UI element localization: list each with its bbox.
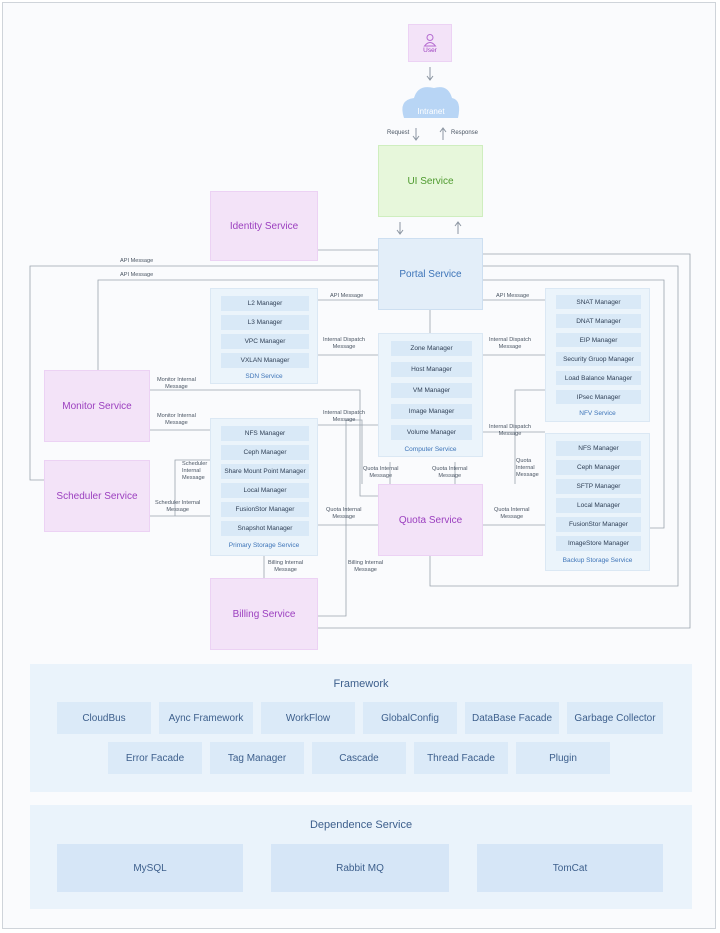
framework-panel: Framework CloudBus Aync Framework WorkFl… bbox=[30, 664, 692, 792]
framework-title: Framework bbox=[333, 678, 389, 690]
dependence-tile: Rabbit MQ bbox=[271, 844, 449, 892]
framework-tile: Aync Framework bbox=[159, 702, 253, 734]
compute-item: Volume Manager bbox=[391, 425, 472, 440]
primary-item: NFS Manager bbox=[221, 426, 309, 441]
nfv-service-panel: SNAT Manager DNAT Manager EIP Manager Se… bbox=[545, 288, 650, 422]
backup-item: NFS Manager bbox=[556, 441, 641, 456]
dependence-panel: Dependence Service MySQL Rabbit MQ TomCa… bbox=[30, 805, 692, 909]
sdn-item: VPC Manager bbox=[221, 334, 309, 349]
nfv-item: SNAT Manager bbox=[556, 295, 641, 309]
framework-tile: CloudBus bbox=[57, 702, 151, 734]
sdn-title: SDN Service bbox=[245, 373, 283, 380]
sdn-item: VXLAN Manager bbox=[221, 353, 309, 368]
primary-item: Share Mount Point Manager bbox=[221, 464, 309, 479]
nfv-item: IPsec Manager bbox=[556, 390, 641, 404]
user-icon bbox=[423, 33, 437, 46]
backup-storage-panel: NFS Manager Ceph Manager SFTP Manager Lo… bbox=[545, 433, 650, 571]
primary-storage-panel: NFS Manager Ceph Manager Share Mount Poi… bbox=[210, 418, 318, 556]
framework-tile: Tag Manager bbox=[210, 742, 304, 774]
primary-title: Primary Storage Service bbox=[228, 542, 300, 549]
nfv-item: DNAT Manager bbox=[556, 314, 641, 328]
primary-item: FusionStor Manager bbox=[221, 502, 309, 517]
quota-service-box: Quota Service bbox=[378, 484, 483, 556]
identity-service-box: Identity Service bbox=[210, 191, 318, 261]
compute-item: VM Manager bbox=[391, 383, 472, 398]
intranet-cloud-icon bbox=[402, 87, 460, 118]
framework-tile: GlobalConfig bbox=[363, 702, 457, 734]
framework-tile: Error Facade bbox=[108, 742, 202, 774]
compute-title: Computer Service bbox=[404, 446, 457, 453]
sdn-item: L3 Manager bbox=[221, 315, 309, 330]
framework-tile: WorkFlow bbox=[261, 702, 355, 734]
backup-title: Backup Storage Service bbox=[562, 557, 633, 564]
framework-tile: Cascade bbox=[312, 742, 406, 774]
nfv-title: NFV Service bbox=[579, 410, 616, 417]
compute-item: Host Manager bbox=[391, 362, 472, 377]
dependence-tile: TomCat bbox=[477, 844, 663, 892]
dependence-tile: MySQL bbox=[57, 844, 243, 892]
framework-tile: Garbage Collector bbox=[567, 702, 663, 734]
primary-item: Ceph Manager bbox=[221, 445, 309, 460]
sdn-item: L2 Manager bbox=[221, 296, 309, 311]
primary-item: Local Manager bbox=[221, 483, 309, 498]
nfv-item: Security Gruop Manager bbox=[556, 352, 641, 366]
portal-service-box: Portal Service bbox=[378, 238, 483, 310]
user-label: User bbox=[423, 46, 437, 54]
framework-tile: DataBase Facade bbox=[465, 702, 559, 734]
intranet-label: Intranet bbox=[417, 106, 445, 116]
framework-tile: Plugin bbox=[516, 742, 610, 774]
user-box: User bbox=[408, 24, 452, 62]
backup-item: SFTP Manager bbox=[556, 479, 641, 494]
computer-service-panel: Zone Manager Host Manager VM Manager Ima… bbox=[378, 333, 483, 457]
compute-item: Image Manager bbox=[391, 404, 472, 419]
backup-item: Ceph Manager bbox=[556, 460, 641, 475]
nfv-item: EIP Manager bbox=[556, 333, 641, 347]
scheduler-service-box: Scheduler Service bbox=[44, 460, 150, 532]
request-label: Request bbox=[387, 130, 410, 136]
api-message-label: API Message bbox=[496, 293, 530, 299]
backup-item: ImageStore Manager bbox=[556, 536, 641, 551]
dependence-title: Dependence Service bbox=[309, 819, 413, 831]
api-message-label: API Message bbox=[120, 258, 154, 264]
framework-tile: Thread Facade bbox=[414, 742, 508, 774]
nfv-item: Load Balance Manager bbox=[556, 371, 641, 385]
billing-service-box: Billing Service bbox=[210, 578, 318, 650]
ui-service-box: UI Service bbox=[378, 145, 483, 217]
api-message-label: API Message bbox=[330, 293, 364, 299]
primary-item: Snapshot Manager bbox=[221, 521, 309, 536]
backup-item: Local Manager bbox=[556, 498, 641, 513]
backup-item: FusionStor Manager bbox=[556, 517, 641, 532]
api-message-label: API Message bbox=[120, 272, 154, 278]
response-label: Response bbox=[451, 130, 479, 136]
monitor-service-box: Monitor Service bbox=[44, 370, 150, 442]
sdn-service-panel: L2 Manager L3 Manager VPC Manager VXLAN … bbox=[210, 288, 318, 384]
compute-item: Zone Manager bbox=[391, 341, 472, 356]
